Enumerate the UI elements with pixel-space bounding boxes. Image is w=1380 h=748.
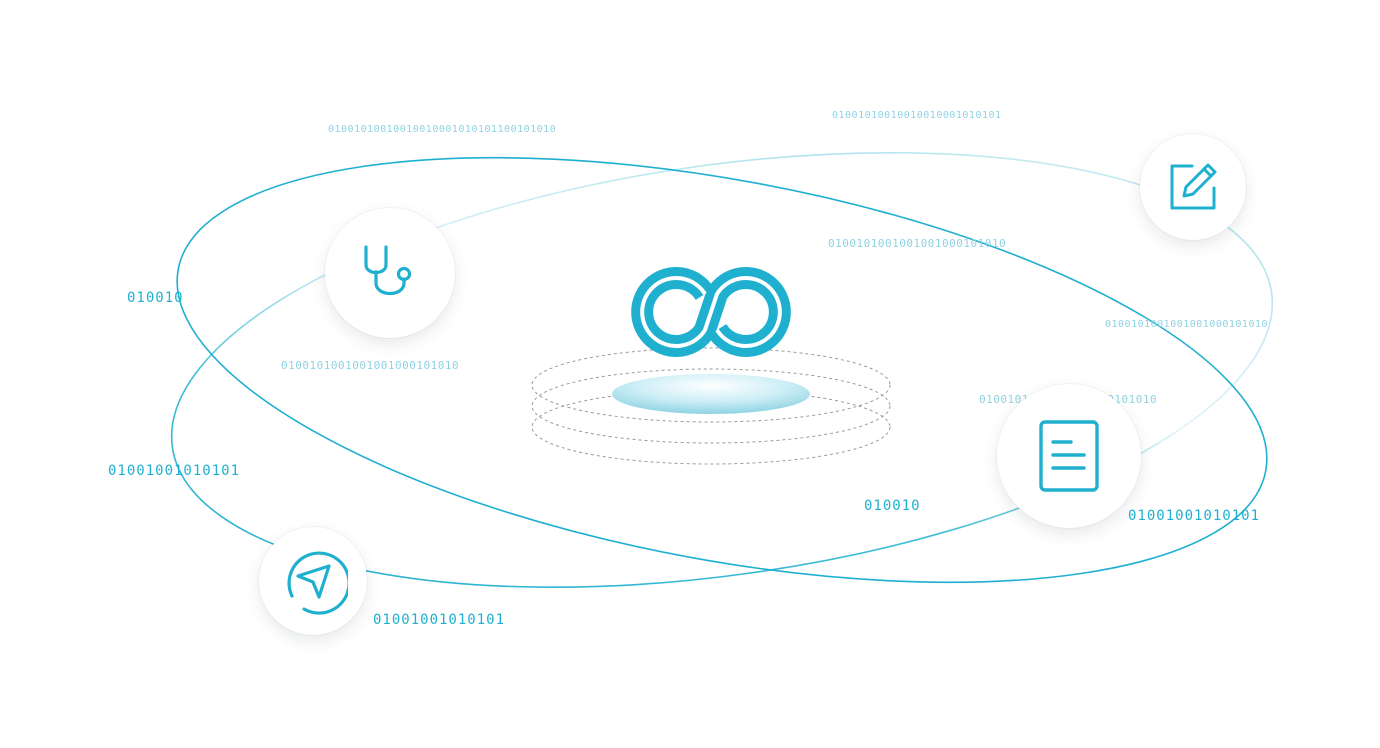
orbit-ellipse-a [176,156,1268,584]
node-document[interactable] [997,384,1141,528]
binary-stream-top-right: 01001010010010010001010101 [832,110,1002,121]
document-icon [1039,420,1099,492]
navigation-arrow-icon [287,551,348,615]
center-platform [612,374,810,414]
node-stethoscope[interactable] [325,208,455,338]
binary-label-left-short: 010010 [127,290,184,306]
stethoscope-icon [364,245,412,296]
node-edit[interactable] [1140,134,1246,240]
edit-pencil-icon [1170,163,1217,210]
binary-stream-top-left: 01001010010010010001010101100101010 [328,124,557,135]
binary-label-right-long: 01001001010101 [1128,508,1261,524]
orbit-ellipse-b [170,151,1274,589]
infinity-link-logo [631,267,791,357]
binary-stream-center-right: 0100101001001001000101010 [828,237,1007,250]
binary-label-left-long: 01001001010101 [108,463,241,479]
binary-stream-center-left: 0100101001001001000101010 [281,359,460,372]
binary-stream-right-mid: 0100101001001001000101010 [1105,319,1269,330]
node-navigation[interactable] [259,527,367,635]
binary-label-bottom-long: 01001001010101 [373,612,506,628]
binary-label-mid-short: 010010 [864,498,921,514]
